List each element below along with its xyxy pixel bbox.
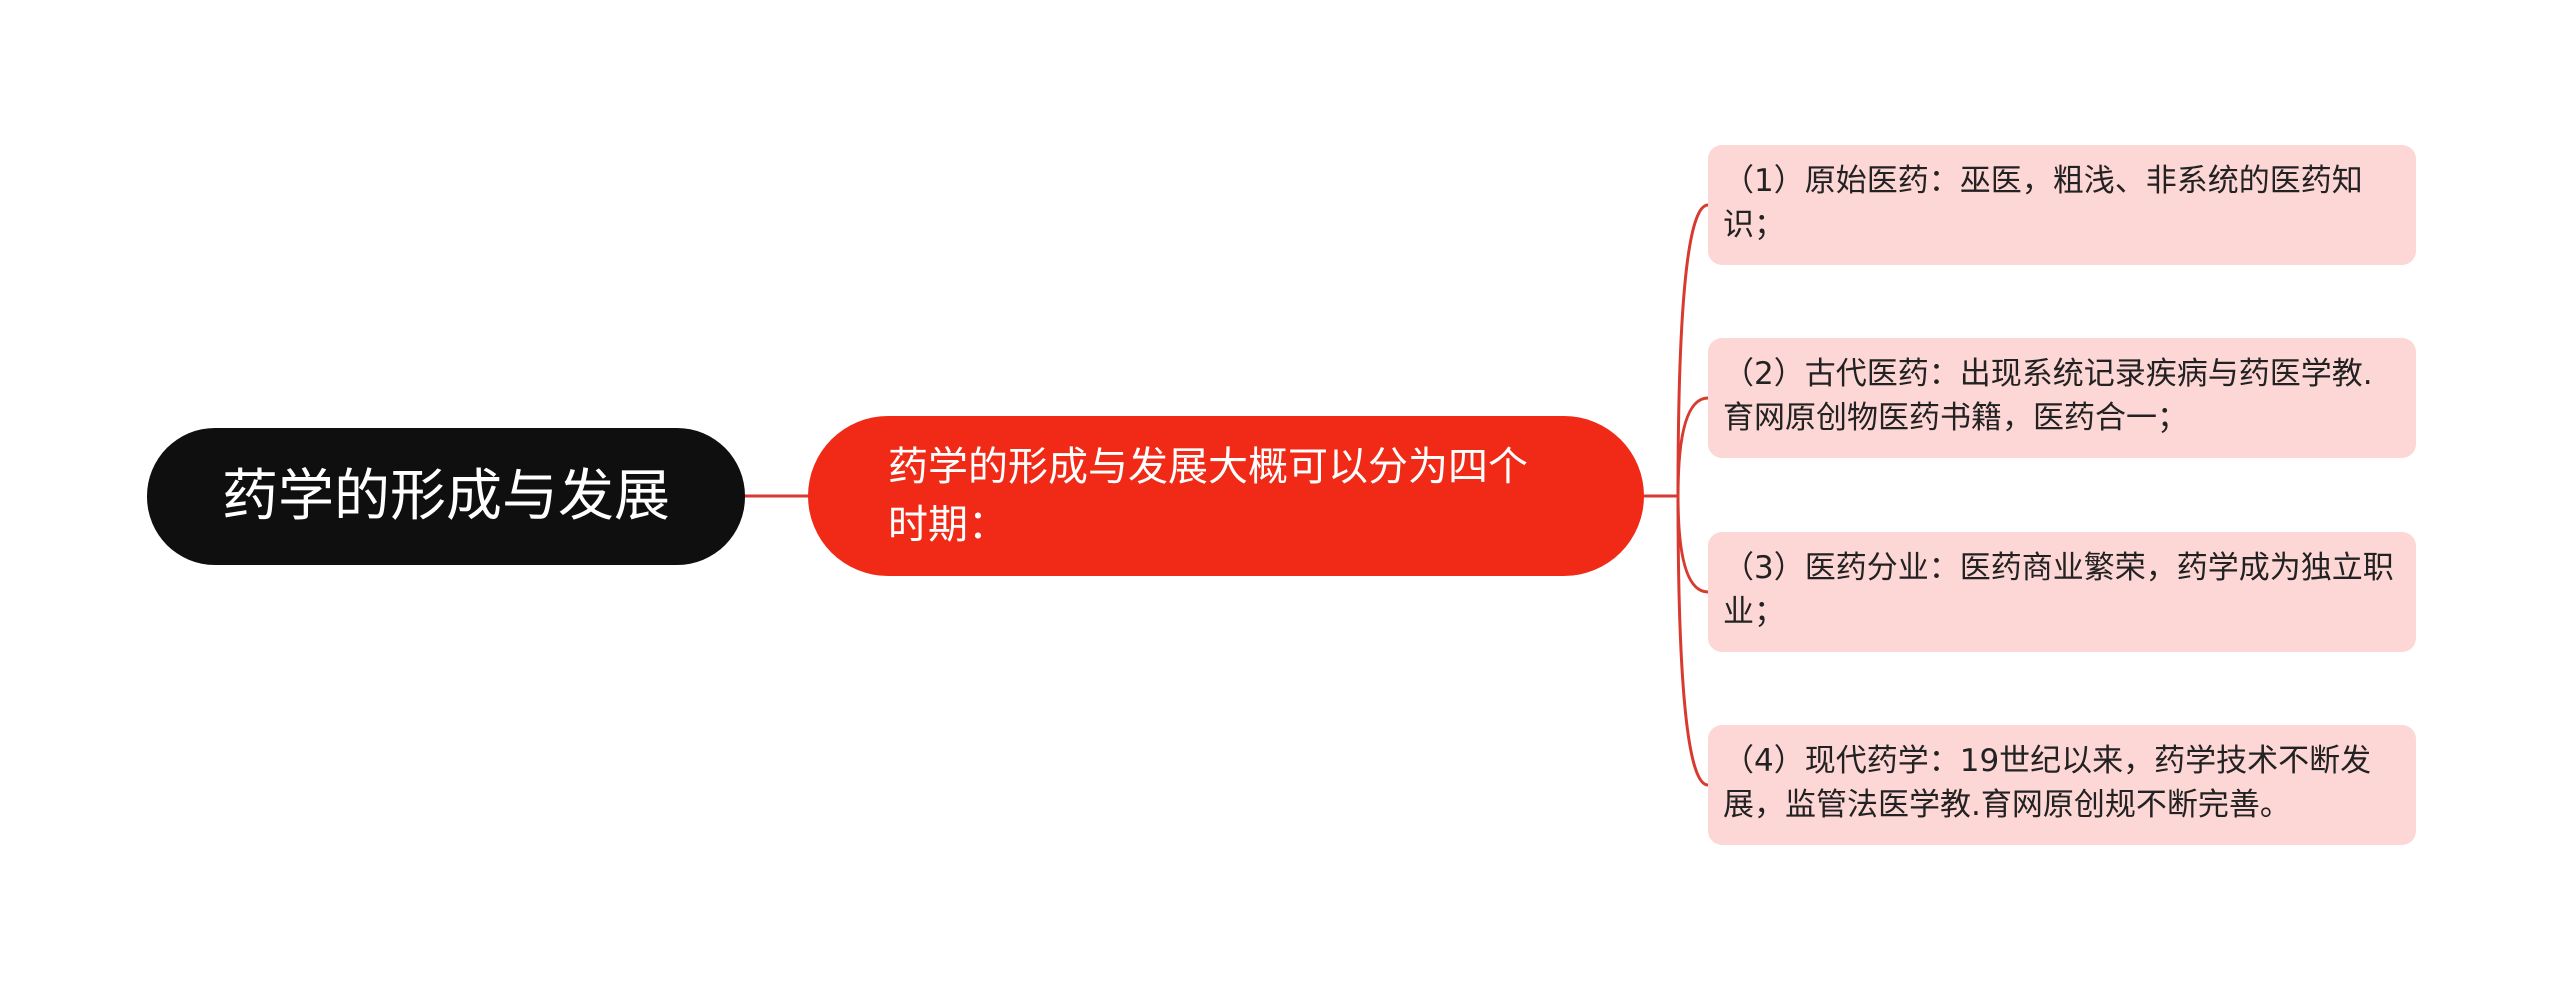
period-node-4[interactable]: （4）现代药学：19世纪以来，药学技术不断发展，监管法医学教.育网原创规不断完善… [1708,725,2416,845]
period-label-4: （4）现代药学：19世纪以来，药学技术不断发展，监管法医学教.育网原创规不断完善… [1723,743,2372,823]
connector-branch-3 [1676,494,1710,594]
connector-branch-1 [1676,203,1710,498]
connector-branch-2 [1676,396,1710,498]
period-label-2: （2）古代医药：出现系统记录疾病与药医学教.育网原创物医药书籍，医药合一； [1723,356,2373,436]
root-topic-label: 药学的形成与发展 [222,463,670,529]
main-topic-node[interactable]: 药学的形成与发展大概可以分为四个时期： [808,416,1644,576]
period-label-3: （3）医药分业：医药商业繁荣，药学成为独立职业； [1723,550,2394,630]
period-label-1: （1）原始医药：巫医，粗浅、非系统的医药知识； [1723,163,2363,243]
connector-branch-4 [1676,494,1710,787]
period-node-3[interactable]: （3）医药分业：医药商业繁荣，药学成为独立职业； [1708,532,2416,652]
period-node-2[interactable]: （2）古代医药：出现系统记录疾病与药医学教.育网原创物医药书籍，医药合一； [1708,338,2416,458]
root-topic-node[interactable]: 药学的形成与发展 [147,428,745,565]
main-topic-label: 药学的形成与发展大概可以分为四个时期： [888,444,1528,548]
period-node-1[interactable]: （1）原始医药：巫医，粗浅、非系统的医药知识； [1708,145,2416,265]
